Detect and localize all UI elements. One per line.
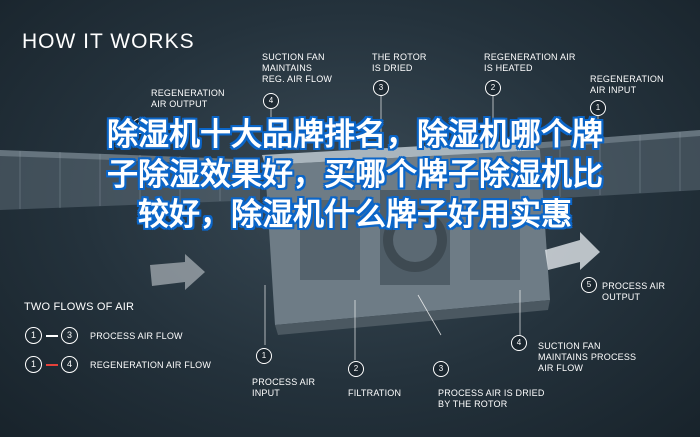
callout-text: THE ROTOR IS DRIED <box>372 52 427 73</box>
overlay-headline: 除湿机十大品牌排名，除湿机哪个牌子除湿效果好，买哪个牌子除湿机比较好，除湿机什么… <box>107 117 603 233</box>
callout-label-suction-fan-reg: SUCTION FAN MAINTAINS REG. AIR FLOW <box>262 52 332 85</box>
callout-text: SUCTION FAN MAINTAINS PROCESS AIR FLOW <box>538 341 637 373</box>
legend-from-badge: 1 <box>25 356 42 373</box>
callout-text: SUCTION FAN MAINTAINS REG. AIR FLOW <box>262 52 333 84</box>
callout-text: REGENERATION AIR INPUT <box>590 74 664 95</box>
legend-to-badge: 4 <box>61 356 78 373</box>
callout-number-badge: 2 <box>348 361 364 377</box>
legend-from-badge: 1 <box>25 327 42 344</box>
legend-to-badge: 3 <box>61 327 78 344</box>
callout-number-badge: 1 <box>256 348 272 364</box>
callout-number-badge: 3 <box>433 361 449 377</box>
legend-process-dash <box>46 335 58 337</box>
page-title: HOW IT WORKS <box>22 30 195 53</box>
callout-number-badge: 2 <box>485 80 501 96</box>
callout-label-regen-heated: REGENERATION AIR IS HEATED <box>484 52 576 74</box>
callout-number-badge: 5 <box>132 118 148 134</box>
legend-process-label: PROCESS AIR FLOW <box>90 331 183 341</box>
legend-regen-label: REGENERATION AIR FLOW <box>90 360 212 370</box>
callout-label-filtration: FILTRATION <box>348 388 402 398</box>
callout-number-badge: 1 <box>590 100 606 116</box>
callout-text: PROCESS AIR INPUT <box>252 377 316 398</box>
callout-text: REGENERATION AIR IS HEATED <box>484 52 576 73</box>
callout-number-badge: 3 <box>373 80 389 96</box>
callout-label-process-input: PROCESS AIR INPUT <box>252 377 315 399</box>
callout-number-badge: 4 <box>263 93 279 109</box>
callout-text: PROCESS AIR OUTPUT <box>602 281 666 302</box>
callout-label-suction-fan-process: SUCTION FAN MAINTAINS PROCESS AIR FLOW <box>538 341 636 374</box>
callout-label-regen-input: REGENERATION AIR INPUT <box>590 74 664 96</box>
callout-number-badge: 4 <box>511 335 527 351</box>
callout-number-badge: 5 <box>581 277 597 293</box>
legend-regen-dash <box>46 364 58 366</box>
callout-label-rotor-dried: THE ROTOR IS DRIED <box>372 52 427 74</box>
callout-label-regen-output: REGENERATION AIR OUTPUT <box>151 88 225 110</box>
callout-text: REGENERATION AIR OUTPUT <box>151 88 225 109</box>
legend-title: TWO FLOWS OF AIR <box>24 301 135 313</box>
callout-text: PROCESS AIR IS DRIED BY THE ROTOR <box>438 388 545 409</box>
callout-label-process-dried: PROCESS AIR IS DRIED BY THE ROTOR <box>438 388 545 410</box>
callout-label-process-output: PROCESS AIR OUTPUT <box>602 281 665 303</box>
